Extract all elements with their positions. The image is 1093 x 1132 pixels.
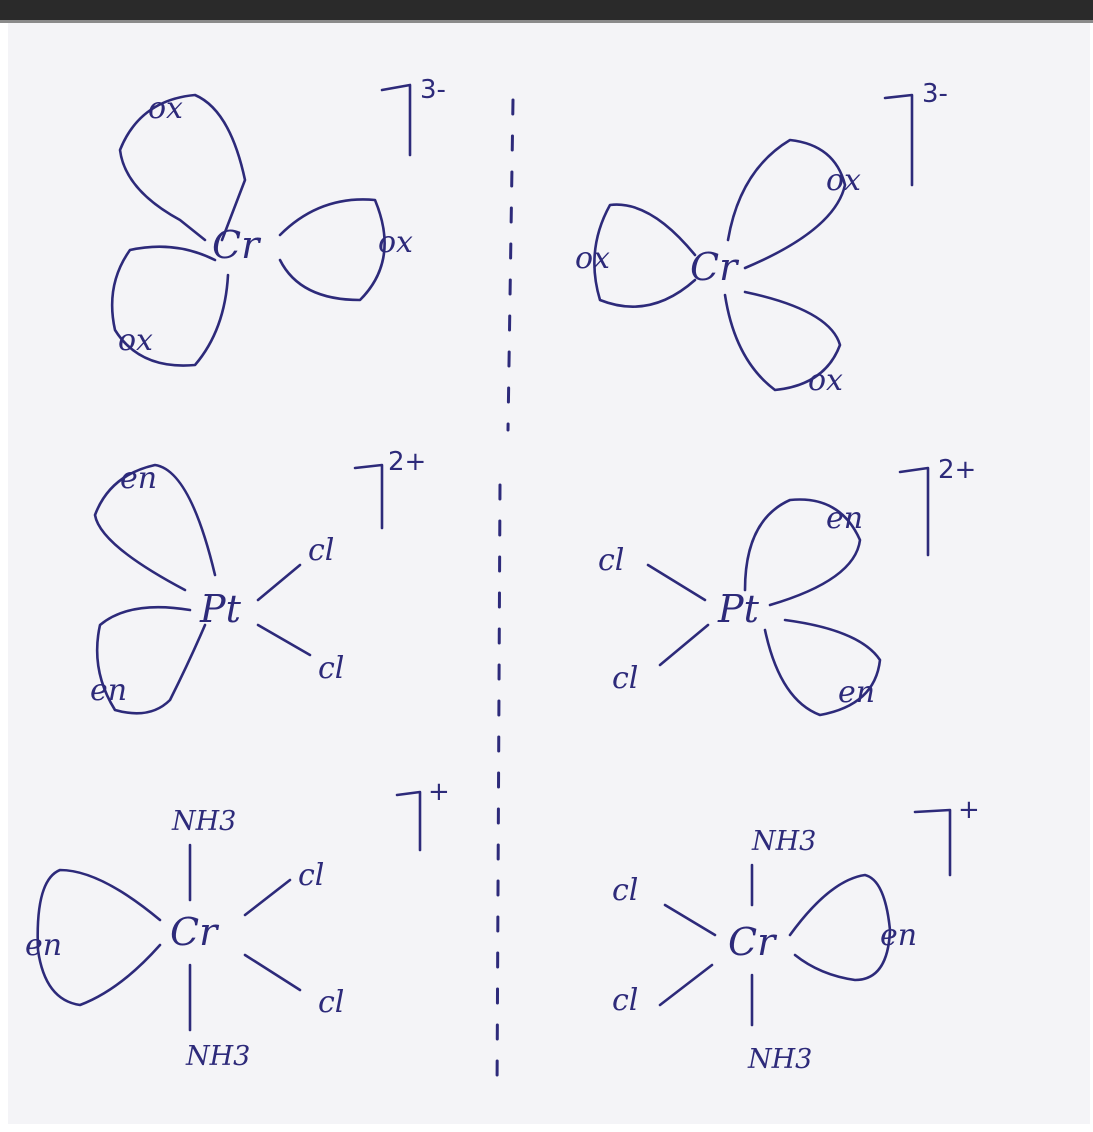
complex-right-cr-nh3-en-cl: Cr NH3 NH3 en cl cl +: [612, 795, 980, 1075]
ligand-label-nh3: NH3: [751, 826, 816, 857]
ligand-label-en: en: [90, 673, 127, 708]
charge-label: 3-: [420, 75, 446, 105]
metal-label: Cr: [728, 920, 778, 964]
paper-sheet: [8, 18, 1090, 1124]
ligand-label-en: en: [838, 675, 875, 710]
metal-label: Pt: [717, 587, 760, 631]
metal-label: Pt: [199, 587, 242, 631]
ligand-label-ox: ox: [826, 163, 861, 198]
ligand-label-cl: cl: [612, 873, 638, 908]
ligand-label-en: en: [880, 918, 917, 953]
metal-label: Cr: [212, 223, 262, 267]
ligand-label-ox: ox: [575, 241, 610, 276]
ligand-label-ox: ox: [148, 91, 183, 126]
ligand-label-en: en: [25, 928, 62, 963]
charge-label: 2+: [938, 455, 976, 485]
charge-bracket: [353, 463, 384, 530]
complex-left-cr-ox: Cr ox ox ox 3-: [110, 75, 446, 367]
complex-right-cr-ox: Cr ox ox ox 3-: [575, 79, 948, 398]
charge-bracket: [380, 83, 412, 157]
ligand-label-cl: cl: [308, 533, 334, 568]
ligand-label-cl: cl: [318, 985, 344, 1020]
ligand-label-cl: cl: [298, 858, 324, 893]
charge-bracket: [898, 466, 930, 557]
ligand-label-en: en: [826, 501, 863, 536]
ligand-label-ox: ox: [378, 225, 413, 260]
charge-label: 3-: [922, 79, 948, 109]
ligand-label-en: en: [120, 461, 157, 496]
ligand-label-cl: cl: [598, 543, 624, 578]
ligand-label-cl: cl: [318, 651, 344, 686]
metal-label: Cr: [170, 910, 220, 954]
charge-bracket: [395, 790, 422, 852]
complex-left-pt-en-cl: Pt en en cl cl 2+: [90, 447, 426, 715]
ligand-label-ox: ox: [808, 363, 843, 398]
ligand-label-nh3: NH3: [747, 1044, 812, 1075]
charge-bracket: [883, 93, 914, 187]
complex-left-cr-nh3-en-cl: Cr NH3 NH3 en cl cl +: [25, 777, 450, 1072]
ligand-label-nh3: NH3: [185, 1041, 250, 1072]
ligand-label-ox: ox: [118, 323, 153, 358]
complex-right-pt-en-cl: Pt en en cl cl 2+: [598, 455, 976, 717]
charge-label: +: [958, 795, 980, 825]
metal-label: Cr: [690, 245, 740, 289]
ligand-label-cl: cl: [612, 661, 638, 696]
mirror-plane-line: [495, 98, 515, 1097]
charge-bracket: [913, 808, 952, 877]
charge-label: +: [428, 777, 450, 807]
charge-label: 2+: [388, 447, 426, 477]
ligand-label-nh3: NH3: [171, 806, 236, 837]
scan-top-edge: [0, 0, 1093, 20]
ligand-label-cl: cl: [612, 983, 638, 1018]
